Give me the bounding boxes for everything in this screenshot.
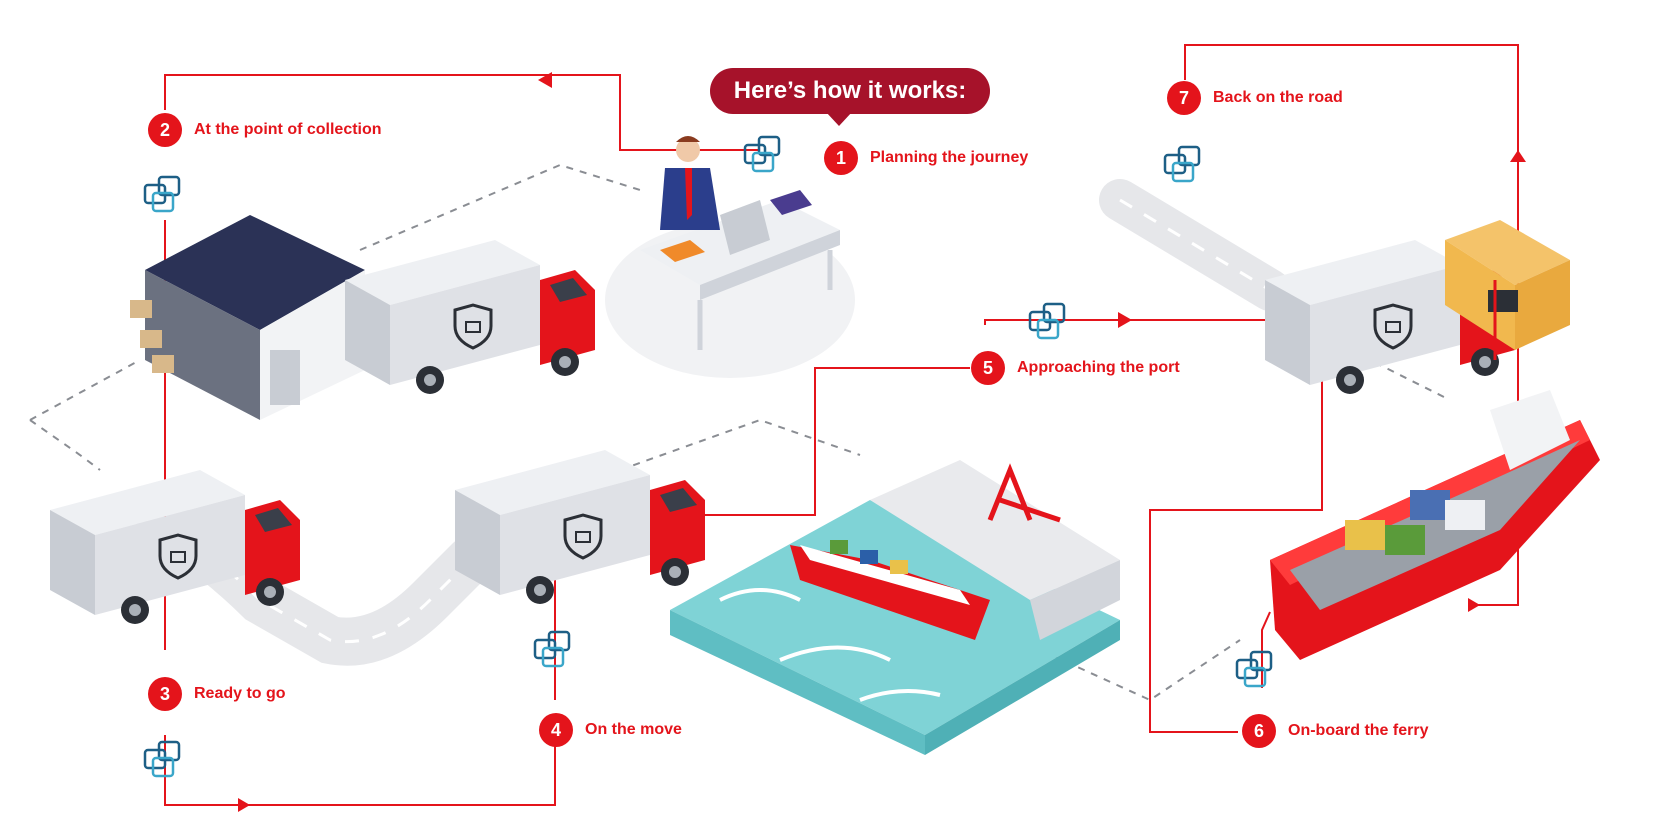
step-1: 1 Planning the journey xyxy=(824,141,1028,175)
step-1-number: 1 xyxy=(824,141,858,175)
step-5: 5 Approaching the port xyxy=(971,351,1180,385)
step-4-label: On the move xyxy=(585,721,682,738)
step-1-label: Planning the journey xyxy=(870,149,1029,166)
heading-bubble: Here’s how it works: xyxy=(710,68,990,114)
step-6: 6 On-board the ferry xyxy=(1242,714,1428,748)
step-5-number: 5 xyxy=(971,351,1005,385)
step-4-number: 4 xyxy=(539,713,573,747)
step-3-number: 3 xyxy=(148,677,182,711)
step-3-label: Ready to go xyxy=(194,685,286,702)
step-7-number: 7 xyxy=(1167,81,1201,115)
step-3: 3 Ready to go xyxy=(148,677,286,711)
step-7-label: Back on the road xyxy=(1213,89,1343,106)
step-6-label: On-board the ferry xyxy=(1288,722,1429,739)
step-7: 7 Back on the road xyxy=(1167,81,1343,115)
step-2: 2 At the point of collection xyxy=(148,113,382,147)
heading-bubble-tail xyxy=(826,112,852,126)
step-6-number: 6 xyxy=(1242,714,1276,748)
step-4: 4 On the move xyxy=(539,713,682,747)
step-2-number: 2 xyxy=(148,113,182,147)
step-5-label: Approaching the port xyxy=(1017,359,1180,376)
step-2-label: At the point of collection xyxy=(194,121,382,138)
